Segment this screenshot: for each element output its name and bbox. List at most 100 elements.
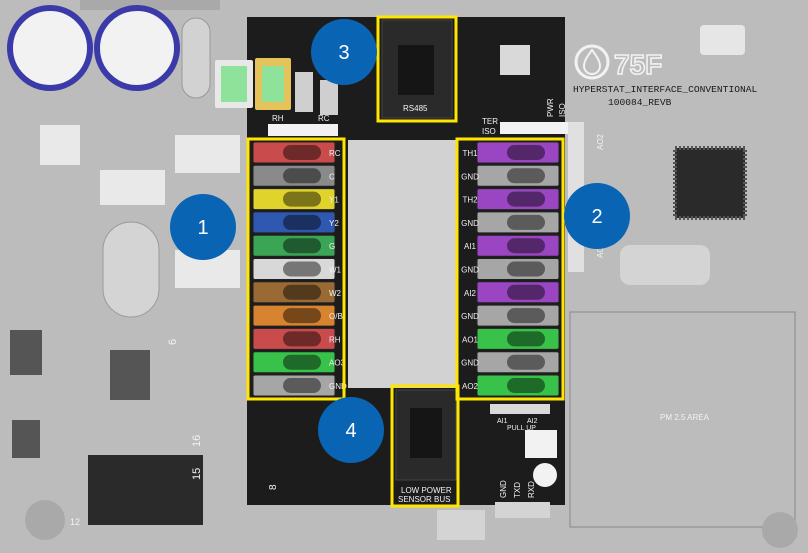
oval-hole <box>102 221 160 318</box>
capacitor-2 <box>94 5 180 91</box>
ai-jumpers <box>490 404 550 414</box>
callout-3-circle <box>311 19 377 85</box>
left-terminal-4 <box>252 234 336 257</box>
right-terminal-slot-8 <box>507 331 545 347</box>
left-terminal-slot-1 <box>283 168 321 184</box>
silk-ter: TER <box>482 117 498 126</box>
silk-num16: 16 <box>191 435 203 447</box>
left-terminal-slot-9 <box>283 354 321 370</box>
right-terminal-slot-2 <box>507 191 545 207</box>
callout-2-label: 2 <box>591 206 602 228</box>
low-power-connector-slot <box>410 408 442 458</box>
ic-2 <box>12 420 40 458</box>
left-terminal-slot-5 <box>283 261 321 277</box>
left-terminal-7 <box>252 304 336 327</box>
left-terminal-slot-2 <box>283 191 321 207</box>
left-terminal-5 <box>252 258 336 280</box>
left-terminal-label-7: O/B <box>329 312 343 321</box>
board-top-notch <box>80 0 220 10</box>
fuse-2 <box>320 80 338 115</box>
board-name: HYPERSTAT_INTERFACE_CONVENTIONAL <box>573 84 757 95</box>
right-section: 75F HYPERSTAT_INTERFACE_CONVENTIONAL 100… <box>568 44 798 548</box>
left-terminal-label-2: Y1 <box>329 196 339 205</box>
left-terminal-3 <box>252 211 336 234</box>
silk-rc: RC <box>318 114 330 123</box>
silk-num12: 12 <box>70 517 80 527</box>
right-terminal-label-1: GND <box>461 172 479 181</box>
relay-1 <box>40 125 80 165</box>
left-terminal-slot-4 <box>283 238 321 254</box>
bottom-header <box>495 502 550 518</box>
capacitor-1 <box>7 5 93 91</box>
highlight-box-3 <box>376 15 458 123</box>
silk-rh: RH <box>272 114 284 123</box>
led-green-inner <box>221 66 247 102</box>
ic-3 <box>110 350 150 400</box>
right-terminal-1 <box>476 164 560 187</box>
callout-2: 2 <box>564 183 630 249</box>
left-terminal-2 <box>252 188 336 211</box>
right-terminal-label-4: AI1 <box>464 242 477 251</box>
left-terminal-slot-6 <box>283 284 321 300</box>
left-terminal-slot-3 <box>283 214 321 230</box>
left-terminal-slot-8 <box>283 331 321 347</box>
right-terminal-slot-3 <box>507 214 545 230</box>
low-power-label-1: LOW POWER <box>401 486 452 495</box>
board-corner-pad <box>700 25 745 55</box>
left-terminal-10 <box>252 374 336 397</box>
right-terminal-9 <box>476 351 560 374</box>
silk-pwr: PWR <box>546 98 555 117</box>
relay-3 <box>175 135 240 173</box>
right-terminal-label-6: AI2 <box>464 289 477 298</box>
silk-txd: TXD <box>513 482 522 498</box>
right-terminal-label-2: TH2 <box>462 196 478 205</box>
pm-area-box <box>569 311 796 528</box>
right-terminal-label-7: GND <box>461 312 479 321</box>
left-terminal-0 <box>252 141 336 164</box>
left-terminal-6 <box>252 281 336 304</box>
low-power-label-2: SENSOR BUS <box>398 495 450 504</box>
left-terminal-label-5: W1 <box>329 266 342 275</box>
mount-hole-bl <box>25 500 65 540</box>
silk-rxd: RXD <box>527 481 536 498</box>
right-terminal-label-10: AO2 <box>462 382 479 391</box>
right-terminal-0 <box>476 141 560 164</box>
left-terminal-9 <box>252 351 336 374</box>
silk-num6: 6 <box>167 339 179 345</box>
right-terminal-slot-7 <box>507 308 545 324</box>
mcu-chip <box>673 146 747 220</box>
right-terminal-slot-10 <box>507 378 545 393</box>
buzzer <box>533 463 557 487</box>
right-terminal-slot-9 <box>507 354 545 370</box>
right-terminal-label-9: GND <box>461 359 479 368</box>
silk-gnd: GND <box>499 480 508 498</box>
callout-2-circle <box>564 183 630 249</box>
rs485-connector-slot <box>398 45 434 95</box>
right-terminal-slot-1 <box>507 168 545 184</box>
fuse-1 <box>295 72 313 112</box>
left-terminal-label-1: C <box>329 172 335 181</box>
left-terminal-label-3: Y2 <box>329 219 339 228</box>
rh-rc-jumper <box>268 124 338 136</box>
pm-area-label: PM 2.5 AREA <box>660 413 710 422</box>
left-terminal-label-8: RH <box>329 335 341 344</box>
ic-1 <box>10 330 42 375</box>
mount-hole-br <box>762 512 798 548</box>
center-window <box>348 140 456 388</box>
silk-num15: 15 <box>191 468 203 480</box>
right-terminal-8 <box>476 327 560 350</box>
silk-pull-up: PULL UP <box>507 425 536 432</box>
left-components: 16 15 6 12 <box>7 5 240 540</box>
highlight-box-4 <box>390 384 460 508</box>
callout-3: 3 <box>311 19 377 85</box>
right-terminal-10 <box>476 374 560 397</box>
left-terminal-slot-7 <box>283 308 321 324</box>
right-terminal-7 <box>476 304 560 327</box>
pull-up-switch <box>525 430 557 458</box>
right-terminal-3 <box>476 211 560 234</box>
callout-1-label: 1 <box>197 217 208 239</box>
left-terminal-label-4: G <box>329 242 335 251</box>
callout-1-circle <box>170 194 236 260</box>
chip-top <box>500 45 530 75</box>
